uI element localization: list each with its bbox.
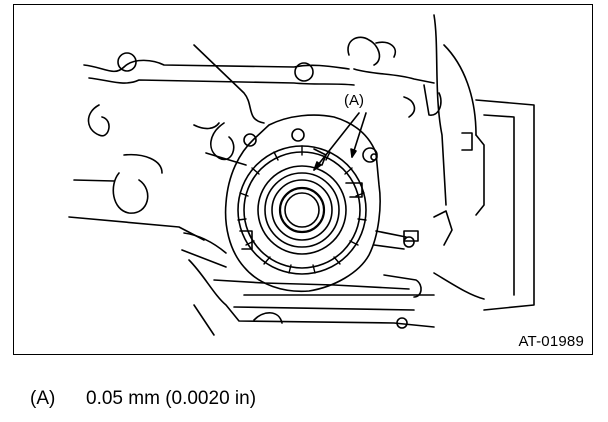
callout-label: (A): [344, 92, 364, 109]
callout-a: (A): [313, 92, 367, 171]
housing-left: [68, 44, 355, 241]
transmission-drawing: (A): [68, 14, 535, 336]
legend-tag: (A): [30, 388, 56, 409]
legend-text: 0.05 mm (0.0020 in): [86, 388, 257, 409]
figure-id-label: AT-01989: [518, 333, 584, 350]
pump-flange: [224, 114, 419, 293]
oil-seal: [237, 145, 367, 275]
illustration-frame: (A) AT-01989: [13, 4, 593, 355]
housing-top-right: [347, 14, 535, 311]
housing-lower: [181, 210, 485, 336]
legend-item-a: (A) 0.05 mm (0.0020 in): [30, 388, 256, 410]
